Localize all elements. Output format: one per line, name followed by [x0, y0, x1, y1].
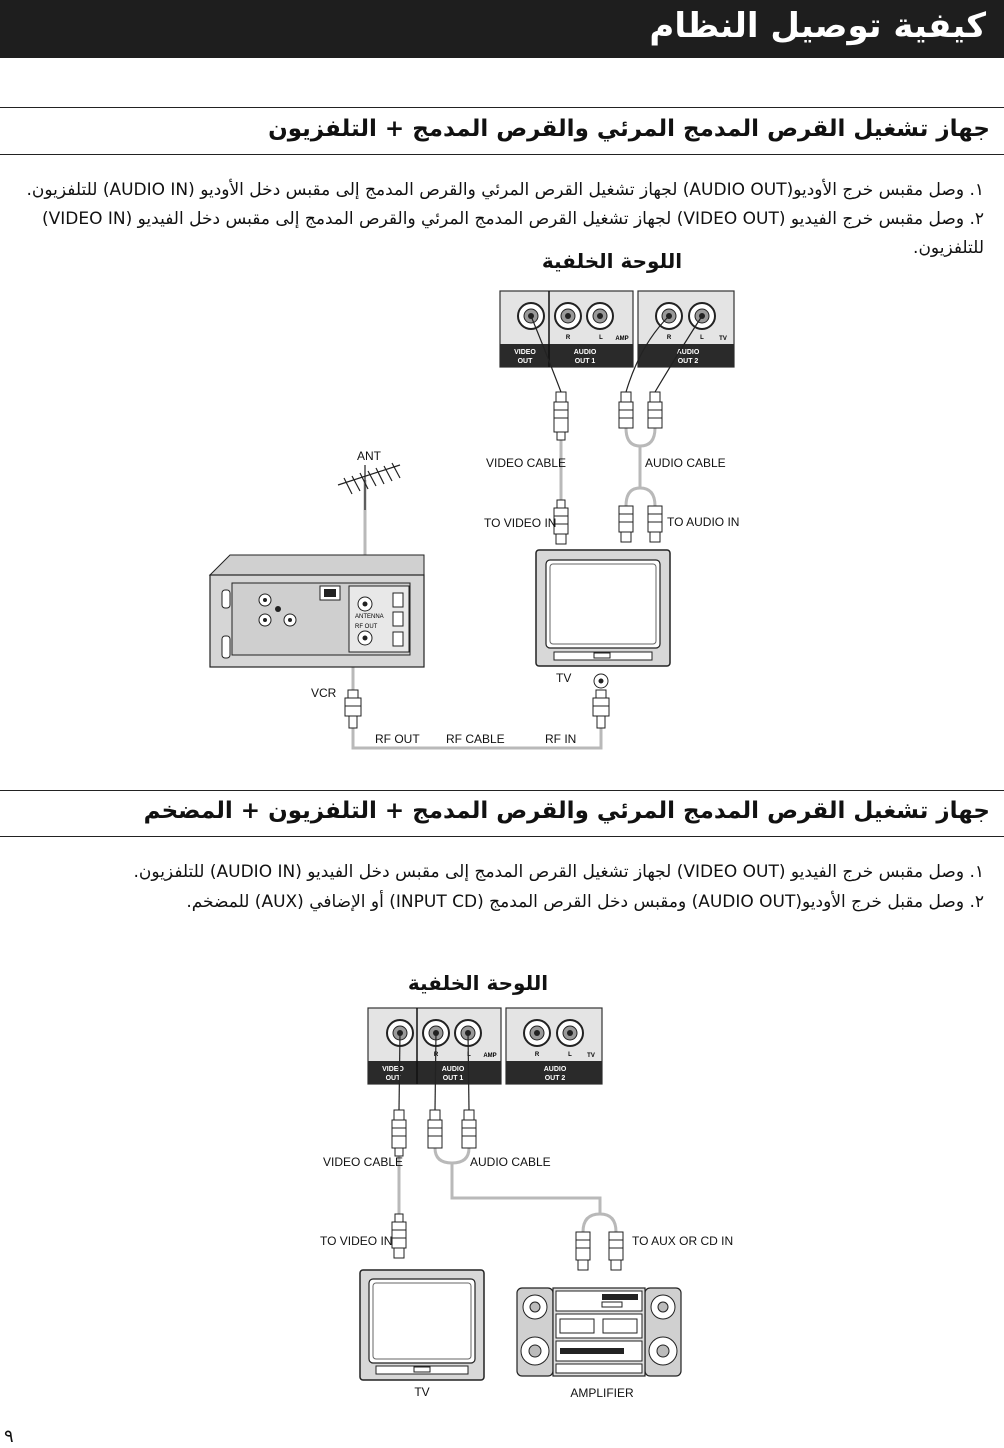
rear-panel-left: R L AMP VIDEO OUT AUDIO OUT 1	[499, 290, 634, 368]
rear-panel-right: R L TV AUDIO OUT 2	[637, 290, 735, 368]
plug-audio-l-bottom	[647, 505, 663, 543]
section2-top-rule	[0, 790, 1004, 791]
antenna-icon	[337, 462, 401, 510]
plug-video-bottom	[553, 499, 569, 545]
svg-text:VIDEO: VIDEO	[514, 349, 536, 356]
plug-audio-r-top-2	[427, 1109, 443, 1149]
label-amplifier: AMPLIFIER	[570, 1386, 634, 1400]
plug-rf-out	[344, 689, 362, 729]
tv-icon	[535, 549, 671, 689]
svg-text:R: R	[566, 335, 571, 341]
header-bar: كيفية توصيل النظام	[0, 0, 1004, 58]
plug-aux-r-bottom	[575, 1231, 591, 1271]
label-ant: ANT	[357, 449, 382, 463]
label-video-cable: VIDEO CABLE	[486, 456, 566, 470]
section1-top-rule	[0, 107, 1004, 108]
section2-title: جهاز تشغيل القرص المدمج المرئي والقرص ال…	[143, 798, 990, 824]
plug-audio-r-top	[618, 391, 634, 429]
rear-panel-right-2: R L TV AUDIO OUT 2	[505, 1007, 603, 1085]
label-tv-2: TV	[414, 1385, 429, 1399]
svg-text:ANTENNA: ANTENNA	[355, 614, 384, 620]
plug-rf-in	[592, 689, 610, 729]
section1-instruction-1: ١. وصل مقبس خرج الأوديو(AUDIO OUT) لجهاز…	[26, 180, 984, 200]
svg-text:L: L	[568, 1052, 572, 1058]
svg-text:L: L	[700, 335, 704, 341]
section2-instruction-2: ٢. وصل مقبل خرج الأوديو(AUDIO OUT) ومقبس…	[186, 892, 984, 912]
svg-text:L: L	[467, 1052, 471, 1058]
plug-video-top	[553, 391, 569, 441]
plug-audio-l-top-2	[461, 1109, 477, 1149]
label-rf-cable: RF CABLE	[446, 732, 505, 746]
svg-text:VIDEO: VIDEO	[382, 1066, 404, 1073]
plug-audio-r-bottom	[618, 505, 634, 543]
section2-instruction-1: ١. وصل مقبس خرج الفيديو (VIDEO OUT) لجها…	[133, 862, 984, 882]
svg-text:TV: TV	[587, 1053, 595, 1059]
label-audio-cable-2: AUDIO CABLE	[470, 1155, 551, 1169]
svg-text:AUDIO: AUDIO	[574, 349, 597, 356]
svg-text:L: L	[599, 335, 603, 341]
svg-text:R: R	[667, 335, 672, 341]
cables-diagram2	[397, 1147, 618, 1233]
svg-text:OUT: OUT	[386, 1075, 402, 1082]
tv-icon-2	[359, 1269, 485, 1381]
label-to-video-in: TO VIDEO IN	[484, 516, 556, 530]
plug-audio-l-top	[647, 391, 663, 429]
svg-text:OUT 1: OUT 1	[575, 358, 596, 365]
section1-bottom-rule	[0, 154, 1004, 155]
rear-panel-title: اللوحة الخلفية	[542, 249, 682, 273]
label-rf-out: RF OUT	[375, 732, 420, 746]
label-vcr: VCR	[311, 686, 337, 700]
svg-text:OUT: OUT	[518, 358, 534, 365]
svg-text:AUDIO: AUDIO	[677, 349, 700, 356]
section1-title: جهاز تشغيل القرص المدمج المرئي والقرص ال…	[268, 116, 990, 142]
label-to-aux-or-cd-in: TO AUX OR CD IN	[632, 1234, 733, 1248]
section1-instruction-2: ٢. وصل مقبس خرج الفيديو (VIDEO OUT) لجها…	[41, 209, 984, 229]
plug-aux-l-bottom	[608, 1231, 624, 1271]
svg-text:AMP: AMP	[615, 336, 628, 342]
plug-video-top-2	[391, 1109, 407, 1157]
svg-text:OUT 2: OUT 2	[678, 358, 699, 365]
svg-text:TV: TV	[719, 336, 727, 342]
label-rf-in: RF IN	[545, 732, 576, 746]
page-title: كيفية توصيل النظام	[649, 6, 986, 46]
amplifier-icon	[516, 1287, 682, 1377]
svg-text:OUT 1: OUT 1	[443, 1075, 464, 1082]
label-tv: TV	[556, 671, 571, 685]
page-number: ٩	[4, 1426, 14, 1447]
rear-panel-title-2: اللوحة الخلفية	[408, 971, 548, 995]
svg-text:RF OUT: RF OUT	[355, 624, 378, 630]
label-to-audio-in: TO AUDIO IN	[667, 515, 739, 529]
label-video-cable-2: VIDEO CABLE	[323, 1155, 403, 1169]
section2-bottom-rule	[0, 836, 1004, 837]
svg-text:AMP: AMP	[483, 1053, 496, 1059]
svg-text:R: R	[434, 1052, 439, 1058]
svg-text:AUDIO: AUDIO	[442, 1066, 465, 1073]
label-audio-cable: AUDIO CABLE	[645, 456, 726, 470]
svg-text:OUT 2: OUT 2	[545, 1075, 566, 1082]
section1-instruction-2-cont: للتلفزيون.	[913, 238, 984, 258]
svg-text:R: R	[535, 1052, 540, 1058]
rear-panel-left-2: R L AMP VIDEO OUT AUDIO OUT 1	[367, 1007, 502, 1085]
label-to-video-in-2: TO VIDEO IN	[320, 1234, 392, 1248]
plug-video-bottom-2	[391, 1213, 407, 1259]
svg-text:AUDIO: AUDIO	[544, 1066, 567, 1073]
vcr-icon: ANTENNA RF OUT	[208, 554, 425, 668]
